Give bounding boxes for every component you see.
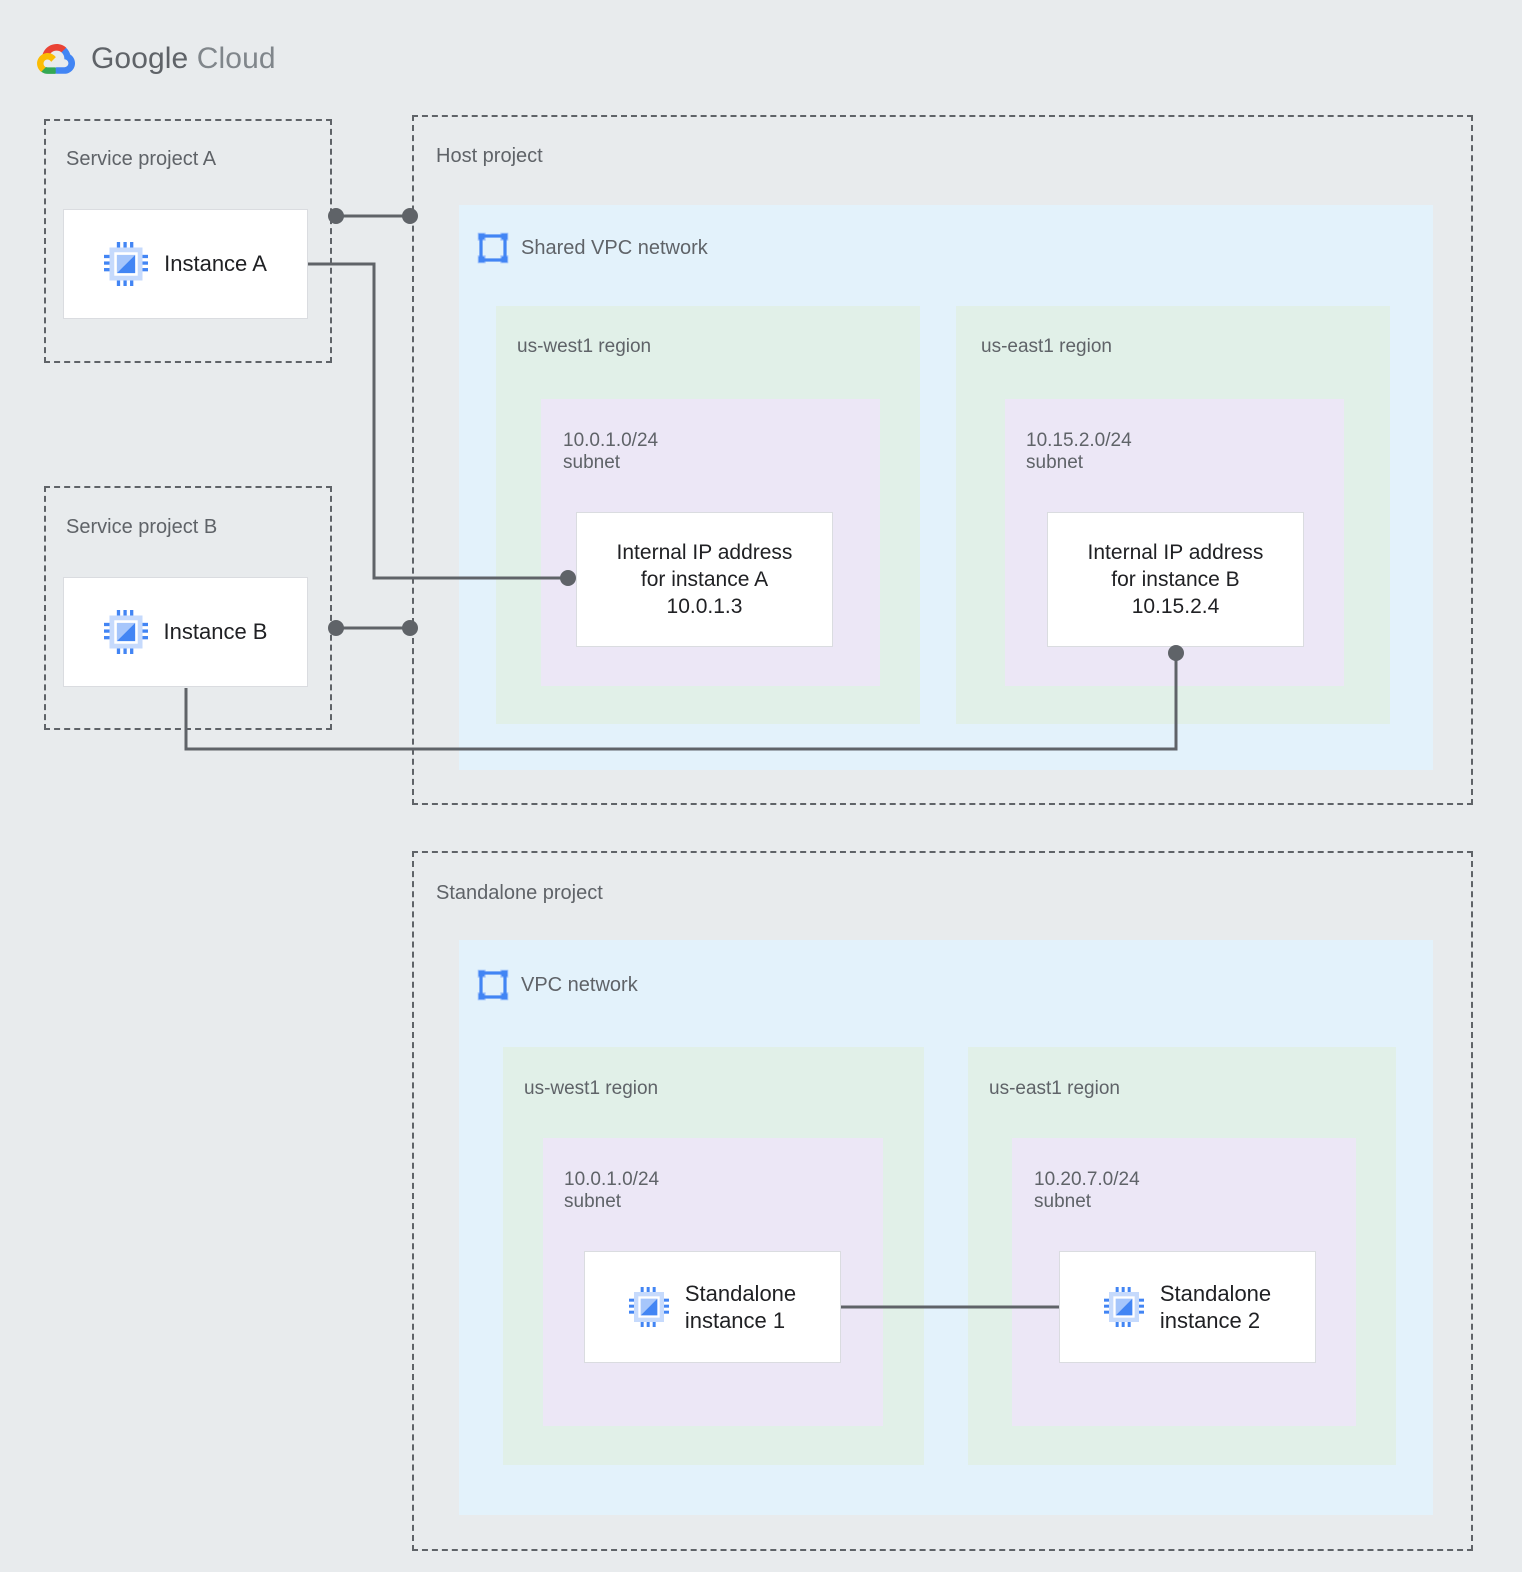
standalone-vpc-region-us-east1-label: us-east1 region [989, 1078, 1120, 1099]
shared-vpc-subnet-10-0-1-0-label: 10.0.1.0/24 subnet [563, 430, 659, 474]
shared-vpc-header: Shared VPC network [477, 232, 708, 264]
internal-ip-instance-b-text: Internal IP address for instance B 10.15… [1087, 540, 1264, 619]
shared-vpc-region-us-west1-label: us-west1 region [517, 336, 652, 357]
internal-ip-instance-a-card: Internal IP address for instance A 10.0.… [576, 512, 833, 647]
vpc-network-icon [477, 232, 509, 264]
compute-instance-icon [1103, 1287, 1144, 1327]
compute-instance-icon [103, 610, 148, 654]
standalone-project-container [412, 851, 1473, 1551]
standalone-instance-2-card[interactable]: Standalone instance 2 [1059, 1251, 1316, 1363]
instance-a-label: Instance A [164, 251, 267, 277]
compute-instance-icon [104, 242, 149, 286]
instance-b-label: Instance B [163, 619, 268, 645]
vpc-network-icon [477, 969, 509, 1001]
standalone-vpc-subnet-10-20-7-0-label: 10.20.7.0/24 subnet [1034, 1169, 1140, 1213]
standalone-instance-2-label: Standalone instance 2 [1159, 1280, 1272, 1333]
google-cloud-brand: Google Cloud [36, 38, 276, 80]
host-project-label: Host project [436, 145, 543, 167]
internal-ip-instance-b-card: Internal IP address for instance B 10.15… [1047, 512, 1304, 647]
brand-name-google: Google [91, 42, 189, 75]
service-project-b-label: Service project B [66, 516, 218, 538]
instance-b-card[interactable]: Instance B [63, 577, 308, 687]
internal-ip-instance-a-text: Internal IP address for instance A 10.0.… [616, 540, 793, 619]
shared-vpc-subnet-10-15-2-0-label: 10.15.2.0/24 subnet [1026, 430, 1132, 474]
standalone-instance-1-card[interactable]: Standalone instance 1 [584, 1251, 841, 1363]
brand-name: Google Cloud [91, 42, 276, 76]
service-project-a-container [44, 119, 332, 363]
standalone-instance-1-label: Standalone instance 1 [684, 1280, 797, 1333]
standalone-project-label: Standalone project [436, 882, 603, 904]
standalone-vpc-subnet-10-0-1-0-label: 10.0.1.0/24 subnet [564, 1169, 660, 1213]
standalone-vpc-header: VPC network [477, 969, 638, 1001]
google-cloud-logo-icon [36, 38, 78, 80]
instance-a-card[interactable]: Instance A [63, 209, 308, 319]
brand-name-cloud: Cloud [196, 42, 276, 75]
standalone-vpc-title: VPC network [521, 973, 638, 996]
compute-instance-icon [628, 1287, 669, 1327]
shared-vpc-region-us-east1-label: us-east1 region [981, 336, 1112, 357]
shared-vpc-title: Shared VPC network [521, 236, 708, 259]
standalone-vpc-region-us-west1-label: us-west1 region [524, 1078, 659, 1099]
service-project-a-label: Service project A [66, 148, 217, 170]
